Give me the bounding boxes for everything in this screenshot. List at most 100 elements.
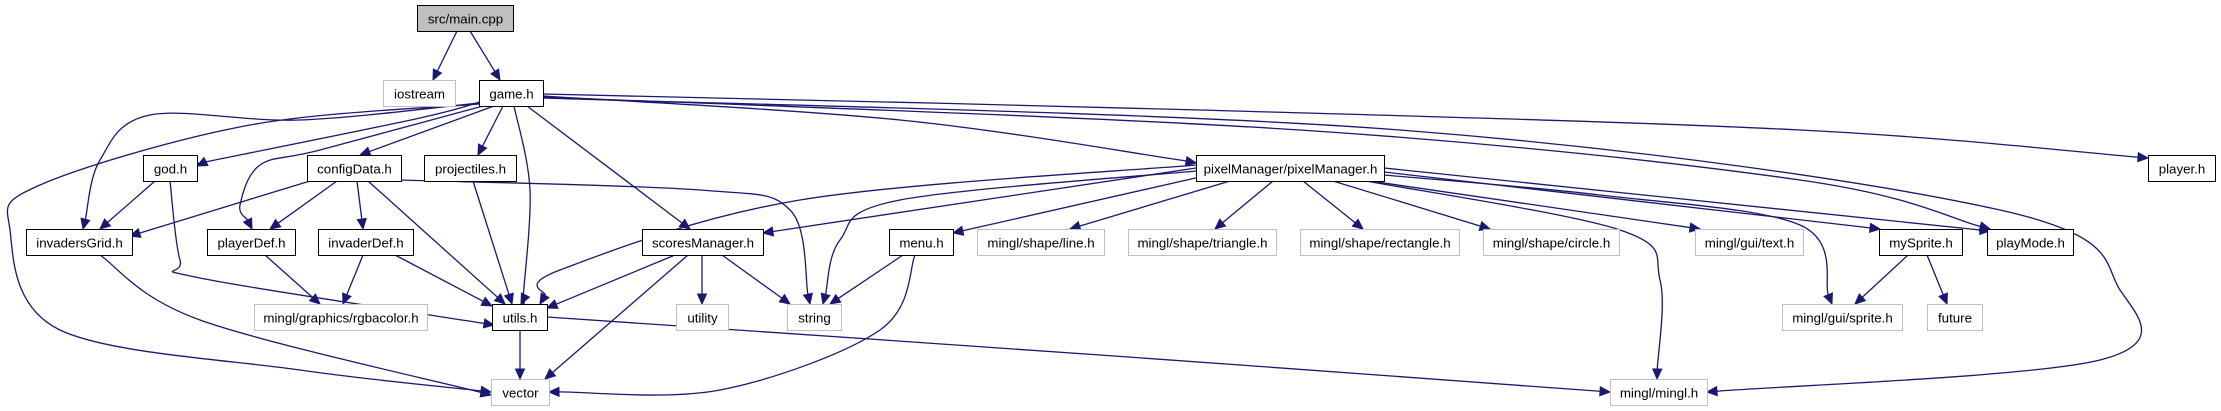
edge-line: [1369, 180, 1691, 229]
edge-line: [1383, 174, 1829, 295]
arrowhead-icon: [342, 292, 352, 306]
arrowhead-icon: [493, 293, 506, 305]
edge-pixelManager-to-string: [820, 170, 1197, 306]
node-label: future: [1938, 311, 1972, 326]
node-playMode[interactable]: playMode.h: [1987, 229, 2074, 256]
edge-scoresManager-to-utils: [545, 254, 676, 309]
edge-line: [356, 180, 363, 220]
arrowhead-icon: [514, 368, 526, 381]
node-label: configData.h: [317, 162, 392, 177]
node-invadersGrid[interactable]: invadersGrid.h: [26, 229, 133, 256]
edge-line: [84, 102, 480, 220]
node-label: mingl/shape/triangle.h: [1137, 236, 1267, 251]
node-box: [1987, 229, 2074, 256]
node-scoresManager[interactable]: scoresManager.h: [642, 229, 764, 256]
edge-configData-to-string: [400, 179, 813, 306]
node-label: mingl/mingl.h: [1620, 386, 1698, 401]
edge-line: [239, 105, 484, 221]
node-box: [424, 155, 517, 182]
arrowhead-icon: [951, 225, 965, 236]
node-future: future: [1927, 304, 1983, 331]
arrowhead-icon: [479, 387, 493, 398]
arrowhead-icon: [1938, 292, 1948, 306]
node-box: [1610, 379, 1708, 406]
arrowhead-icon: [1979, 224, 1992, 236]
edge-scoresManager-to-string: [721, 254, 791, 305]
node-label: pixelManager/pixelManager.h: [1204, 162, 1378, 177]
edge-game-to-invadersGrid: [80, 102, 480, 231]
arrowhead-icon: [778, 293, 791, 305]
node-label: mySprite.h: [1889, 236, 1953, 251]
node-label: mingl/shape/line.h: [987, 236, 1094, 251]
arrowhead-icon: [356, 217, 367, 231]
node-box: [1483, 229, 1620, 256]
edge-pixelManager-to-triangle: [1214, 180, 1274, 230]
node-string: string: [787, 304, 842, 331]
arrowhead-icon: [80, 217, 91, 231]
node-label: src/main.cpp: [428, 12, 503, 27]
edge-line: [1861, 254, 1909, 298]
edge-line: [772, 167, 1197, 233]
node-projectiles[interactable]: projectiles.h: [424, 155, 517, 182]
edge-line: [400, 179, 809, 295]
node-game[interactable]: game.h: [479, 80, 544, 107]
node-playerDef[interactable]: playerDef.h: [207, 229, 296, 256]
arrowhead-icon: [1599, 385, 1612, 397]
edge-invaderDef-to-utils: [394, 254, 494, 307]
arrowhead-icon: [195, 156, 209, 167]
node-player[interactable]: player.h: [2148, 155, 2216, 182]
edge-main-to-game: [469, 30, 501, 82]
arrowhead-icon: [520, 292, 531, 306]
node-box: [1782, 304, 1903, 331]
node-label: playerDef.h: [218, 236, 286, 251]
arrowhead-icon: [358, 146, 372, 157]
edge-line: [1222, 180, 1274, 224]
node-configData[interactable]: configData.h: [307, 155, 402, 182]
edge-mySprite-to-sprite: [1854, 254, 1909, 305]
node-box: [307, 155, 402, 182]
node-box: [417, 5, 514, 32]
node-rectangle: mingl/shape/rectangle.h: [1300, 229, 1460, 256]
node-label: scoresManager.h: [652, 236, 754, 251]
edge-mySprite-to-future: [1926, 254, 1948, 306]
node-menu[interactable]: menu.h: [889, 229, 954, 256]
node-box: [479, 80, 544, 107]
node-pixelManager[interactable]: pixelManager/pixelManager.h: [1196, 155, 1385, 182]
edge-pixelManager-to-rectangle: [1302, 180, 1364, 230]
node-label: playMode.h: [1996, 236, 2065, 251]
node-box: [491, 379, 550, 406]
arrowhead-icon: [242, 217, 253, 231]
arrowhead-icon: [99, 218, 112, 230]
edge-line: [542, 97, 2143, 392]
node-label: utility: [687, 311, 718, 326]
edge-game-to-mingl: [542, 97, 2143, 397]
edge-utils-to-vector: [514, 330, 526, 381]
arrowhead-icon: [802, 292, 813, 306]
arrowhead-icon: [1854, 292, 1867, 305]
node-main[interactable]: src/main.cpp: [417, 5, 514, 32]
edge-game-to-pixelManager: [542, 95, 1204, 167]
edge-pixelManager-to-text: [1369, 180, 1702, 233]
node-god[interactable]: god.h: [143, 155, 198, 182]
edge-line: [107, 180, 156, 223]
node-circle: mingl/shape/circle.h: [1483, 229, 1620, 256]
edge-scoresManager-to-utility: [696, 255, 708, 306]
node-mySprite[interactable]: mySprite.h: [1879, 229, 1963, 256]
node-box: [977, 229, 1105, 256]
node-label: utils.h: [503, 311, 538, 326]
edge-line: [264, 254, 313, 298]
node-label: iostream: [394, 87, 445, 102]
node-label: god.h: [154, 162, 187, 177]
arrowhead-icon: [503, 292, 514, 306]
node-box: [1128, 229, 1277, 256]
edge-line: [346, 254, 364, 295]
edge-line: [6, 103, 482, 392]
node-box: [1196, 155, 1385, 182]
edge-line: [436, 30, 458, 72]
node-box: [642, 229, 764, 256]
edge-line: [1926, 254, 1944, 295]
node-invaderDef[interactable]: invaderDef.h: [318, 229, 414, 256]
edge-line: [469, 30, 496, 72]
edge-pixelManager-to-scoresManager: [761, 167, 1197, 237]
node-utils[interactable]: utils.h: [492, 304, 548, 331]
